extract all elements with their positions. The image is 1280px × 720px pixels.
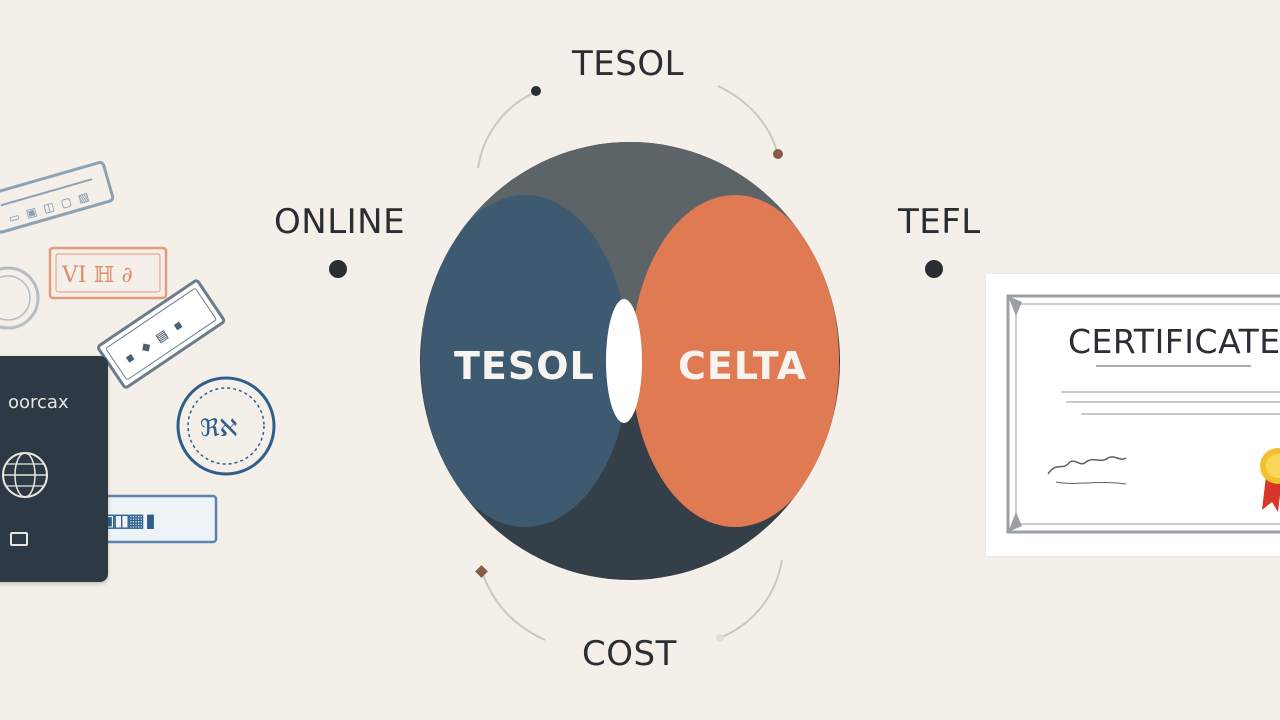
tesol-circle — [421, 195, 629, 527]
seal-ribbon-icon — [1260, 448, 1280, 512]
left-label: ONLINE — [274, 202, 406, 242]
stamp-icon — [0, 266, 40, 330]
stamp-icon: ▭ ▣ ◫ ▢ ▨ — [0, 161, 115, 234]
passport-title: oorcax — [8, 392, 69, 413]
stamp-icon: VI ℍ ∂ — [48, 246, 168, 300]
signature-icon — [1047, 456, 1127, 475]
passport-chip-icon — [10, 532, 28, 546]
stamp-icon: ℜℵ — [176, 376, 276, 476]
svg-text:▭ ▣ ◫ ▢ ▨: ▭ ▣ ◫ ▢ ▨ — [7, 187, 90, 227]
overlap-highlight — [606, 299, 642, 423]
passport-icon: oorcax — [0, 356, 108, 582]
svg-text:▣◫▦▮: ▣◫▦▮ — [100, 506, 158, 534]
celta-circle-label: CELTA — [678, 344, 808, 388]
left-label-dot — [329, 260, 347, 278]
bottom-label: COST — [582, 634, 677, 674]
certificate-title: CERTIFICATE — [1068, 322, 1280, 361]
right-label-dot — [925, 260, 943, 278]
right-label: TEFL — [898, 202, 981, 242]
celta-circle — [631, 195, 839, 527]
stamp-icon: ▣◫▦▮ — [90, 494, 218, 544]
globe-icon — [2, 452, 48, 498]
svg-text:VI ℍ ∂: VI ℍ ∂ — [61, 263, 133, 288]
certificate-border — [1006, 294, 1280, 534]
certificate-icon — [986, 274, 1280, 556]
top-label: TESOL — [572, 44, 685, 84]
svg-text:ℜℵ: ℜℵ — [200, 414, 238, 442]
tesol-circle-label: TESOL — [454, 344, 595, 388]
stamp-icon: ▪ ◆ ▤ ▪ — [97, 279, 226, 389]
